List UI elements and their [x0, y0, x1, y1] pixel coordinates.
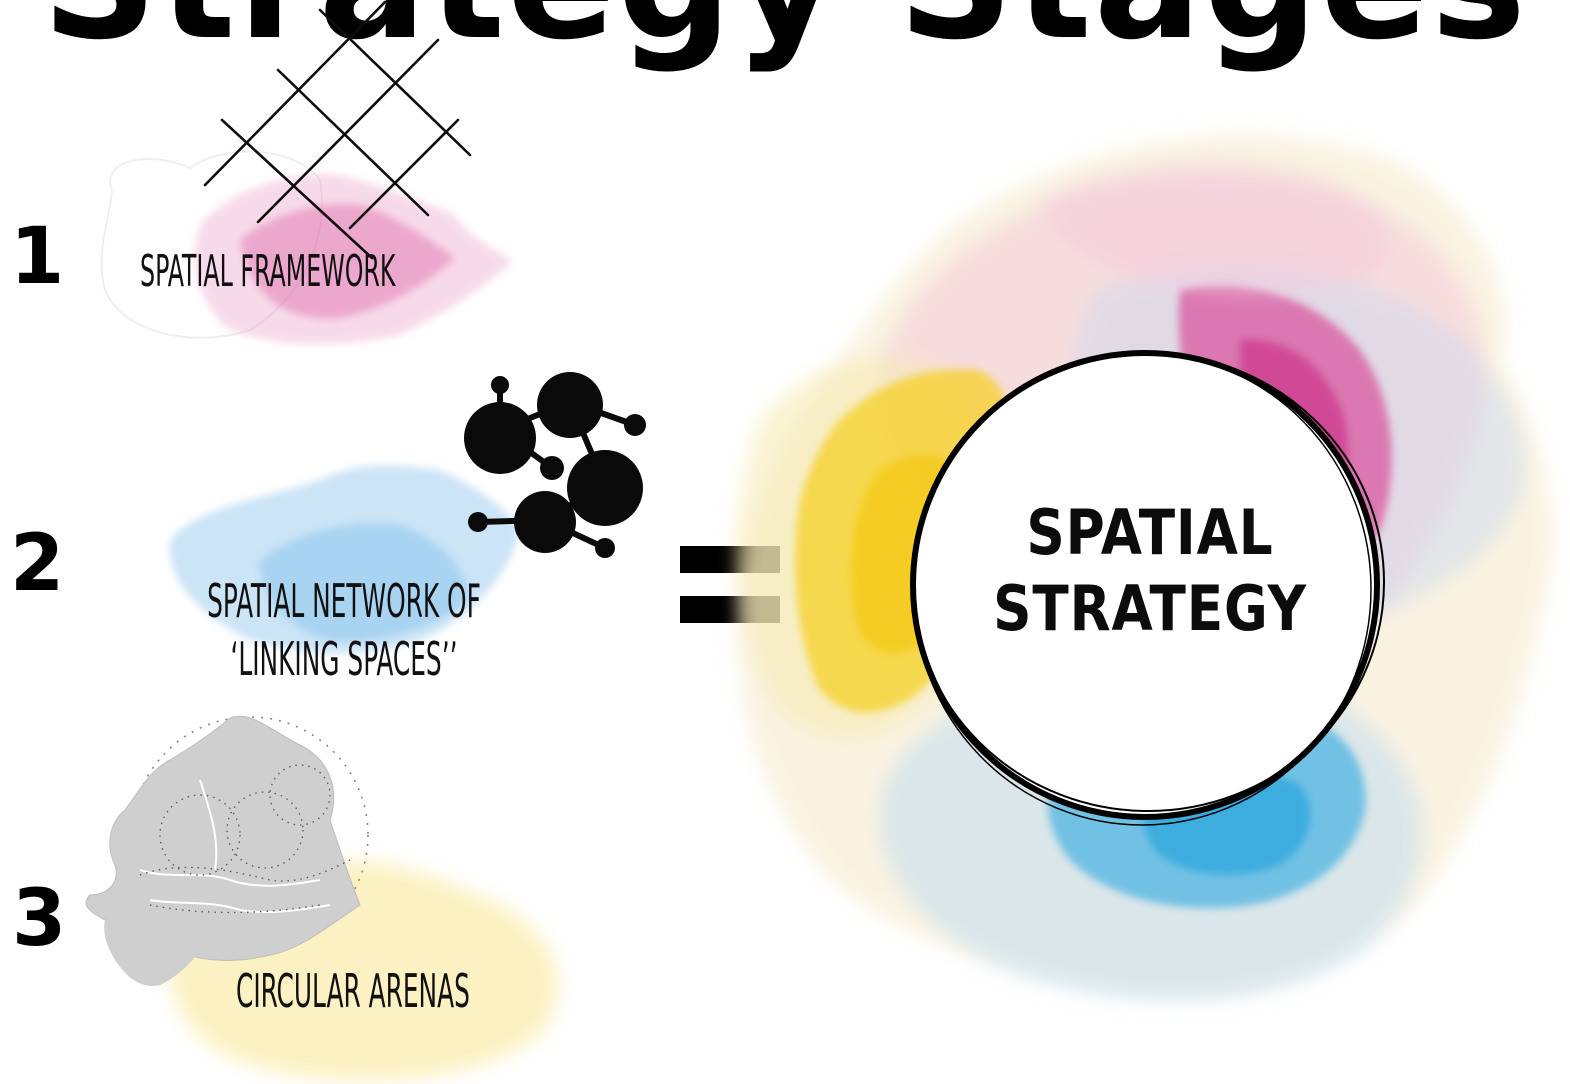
step-2-watercolor-wash [169, 465, 520, 654]
step-1-number: 1 [10, 212, 65, 302]
step-3-label-line-1: CIRCULAR ARENAS [236, 964, 470, 1018]
step-2-number: 2 [10, 519, 65, 609]
step-3-number: 3 [12, 874, 67, 964]
step-3-label: CIRCULAR ARENAS [236, 968, 470, 1014]
result-label-line-2: STRATEGY [993, 572, 1307, 645]
result-label: SPATIAL STRATEGY [952, 495, 1348, 647]
grid-icon [203, 0, 472, 260]
step-1-label: SPATIAL FRAMEWORK [140, 250, 396, 294]
region-map-icon [85, 715, 369, 986]
result-label-line-1: SPATIAL [1026, 496, 1274, 569]
circle-outline-icon [910, 350, 1385, 826]
step-2-label-line-2: ‘LINKING SPACES’’ [230, 632, 458, 686]
network-icon [464, 372, 646, 558]
step-2-label: SPATIAL NETWORK OF ‘LINKING SPACES’’ [170, 578, 518, 682]
step-2-label-line-1: SPATIAL NETWORK OF [207, 574, 481, 628]
step-1-label-line-1: SPATIAL FRAMEWORK [140, 246, 396, 297]
diagram-title: Strategy Stages [0, 0, 1570, 62]
step-1-watercolor-wash [100, 150, 513, 345]
